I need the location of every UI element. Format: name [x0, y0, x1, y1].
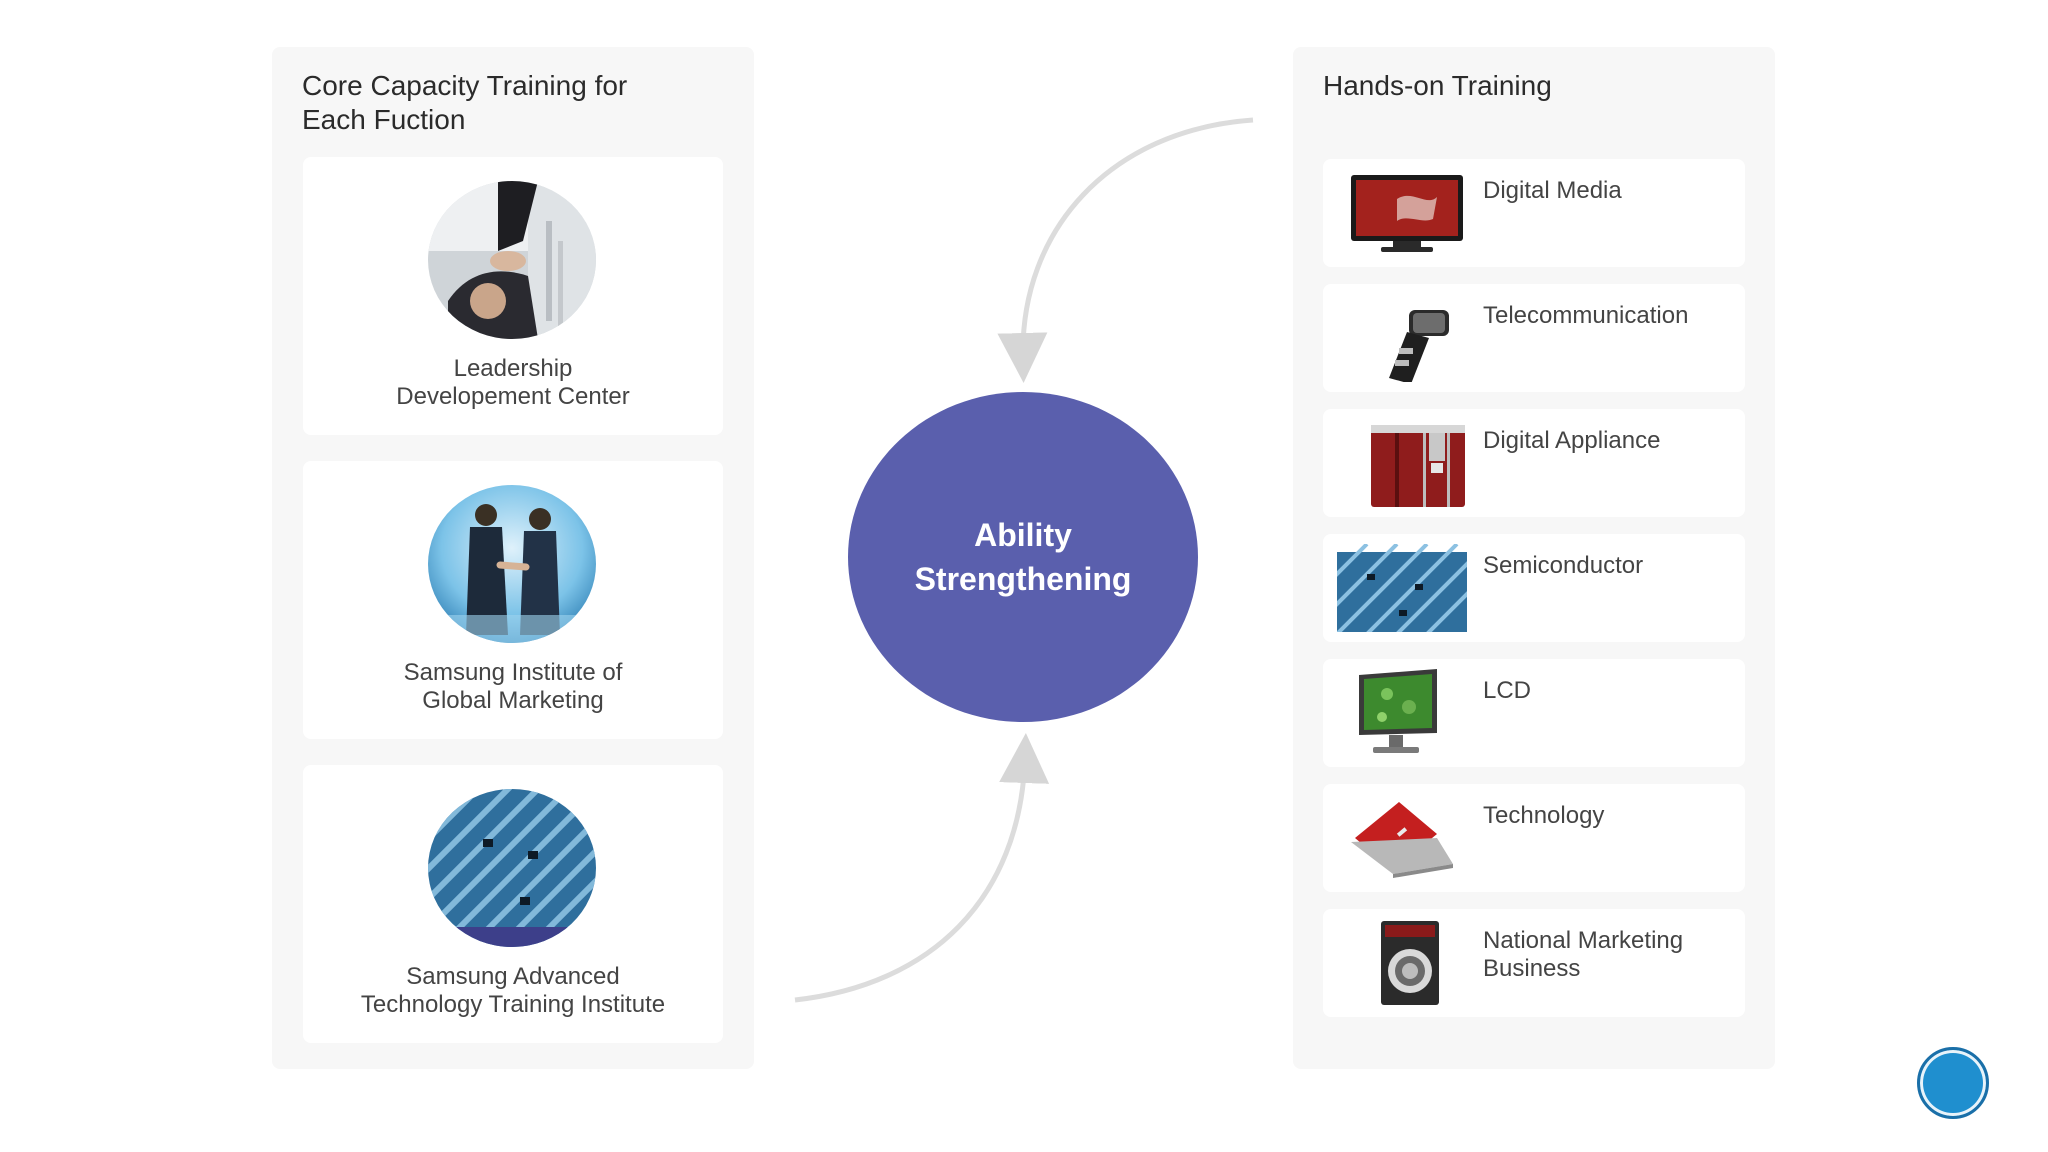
ability-strengthening-label: Ability Strengthening — [914, 517, 1132, 597]
digital-appliance-label: Digital Appliance — [1483, 427, 1661, 454]
item-semiconductor: Semiconductor — [1323, 534, 1745, 642]
card-leadership: Leadership Developement Center — [303, 157, 723, 435]
business-meeting-photo — [428, 485, 596, 643]
handshake-photo — [428, 181, 596, 339]
national-marketing-label: National Marketing Business — [1483, 927, 1684, 982]
phone-icon — [1337, 294, 1467, 384]
lcd-label: LCD — [1483, 677, 1532, 704]
card-global-marketing: Samsung Institute of Global Marketing — [303, 461, 723, 739]
item-digital-appliance: Digital Appliance — [1323, 409, 1745, 517]
arrow-from-hands-on — [997, 117, 1254, 383]
laptop-icon — [1337, 794, 1467, 882]
global-marketing-label: Samsung Institute of Global Marketing — [403, 659, 623, 714]
core-capacity-panel: Core Capacity Training for Each Fuction … — [272, 47, 754, 1069]
item-technology: Technology — [1323, 784, 1745, 892]
item-telecommunication: Telecommunication — [1323, 284, 1745, 392]
core-capacity-title: Core Capacity Training for Each Fuction — [302, 70, 628, 135]
advanced-technology-label: Samsung Advanced Technology Training Ins… — [360, 963, 666, 1018]
hands-on-training-title: Hands-on Training — [1323, 70, 1552, 101]
telecommunication-label: Telecommunication — [1483, 302, 1689, 329]
ability-strengthening-node: Ability Strengthening — [848, 392, 1198, 722]
monitor-icon — [1337, 669, 1467, 757]
digital-media-label: Digital Media — [1483, 177, 1622, 204]
hands-on-training-panel: Hands-on Training Digital Media — [1293, 47, 1775, 1069]
card-advanced-technology: Samsung Advanced Technology Training Ins… — [303, 765, 723, 1043]
wafer-photo — [428, 789, 596, 947]
tv-icon — [1337, 169, 1467, 257]
washing-machine-icon — [1337, 919, 1467, 1007]
refrigerator-icon — [1337, 419, 1467, 507]
wafer-icon — [1325, 542, 1479, 636]
arrow-from-core-capacity — [794, 733, 1050, 1003]
semiconductor-label: Semiconductor — [1483, 552, 1644, 579]
item-national-marketing: National Marketing Business — [1323, 909, 1745, 1017]
leadership-label: Leadership Developement Center — [396, 355, 630, 410]
item-lcd: LCD — [1323, 659, 1745, 767]
item-digital-media: Digital Media — [1323, 159, 1745, 267]
technology-label: Technology — [1483, 802, 1605, 829]
slide-nav-button[interactable] — [1917, 1047, 1989, 1119]
